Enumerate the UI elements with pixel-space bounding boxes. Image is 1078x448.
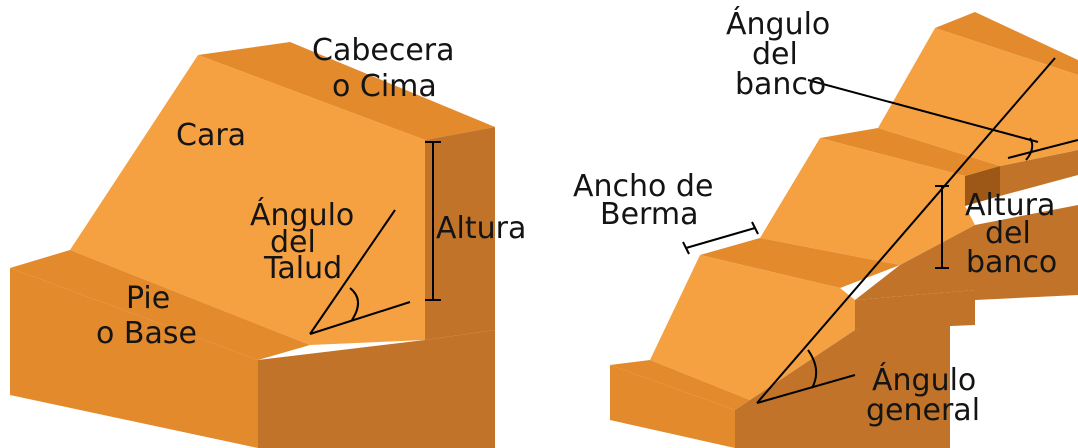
toe-label-line2: o Base bbox=[96, 316, 197, 351]
bench-angle-indicator bbox=[807, 79, 1078, 161]
slope-angle-indicator bbox=[309, 209, 411, 335]
bench-height-label-line2: del bbox=[985, 216, 1031, 251]
benched-slope bbox=[610, 12, 1078, 448]
bench-height-indicator bbox=[935, 185, 949, 269]
middle-right-side bbox=[855, 225, 975, 300]
middle-slope-face bbox=[760, 138, 975, 265]
bench-angle-label-line2: del bbox=[752, 37, 798, 72]
toe-top bbox=[610, 360, 750, 410]
bench-angle-label-line3: banco bbox=[735, 67, 826, 102]
base-right-face bbox=[258, 330, 495, 448]
right-side-lower bbox=[975, 205, 1078, 300]
right-side-upper bbox=[1000, 150, 1078, 196]
upper-berm-front bbox=[965, 166, 1000, 206]
lower-slope-face bbox=[650, 255, 855, 400]
crest-label-line2: o Cima bbox=[332, 69, 437, 104]
toe-label-line1: Pie bbox=[126, 281, 170, 316]
height-label: Altura bbox=[436, 211, 526, 246]
bench-height-label-line1: Altura bbox=[965, 188, 1055, 223]
overall-angle-label-line2: general bbox=[866, 393, 980, 428]
toe-right bbox=[735, 330, 855, 448]
upper-right-side bbox=[425, 127, 495, 340]
berm-width-label-line2: Berma bbox=[600, 197, 698, 232]
base-front-face bbox=[10, 268, 258, 448]
height-indicator bbox=[425, 141, 441, 301]
top-bench-top bbox=[935, 12, 1078, 75]
berm-width-label-line1: Ancho de bbox=[573, 169, 713, 204]
bench-angle-label-line1: Ángulo bbox=[726, 6, 830, 42]
crest-label-line1: Cabecera bbox=[312, 33, 455, 68]
face-label: Cara bbox=[176, 118, 246, 153]
slope-angle-label-line2: del bbox=[270, 225, 316, 260]
slope-block bbox=[10, 42, 495, 448]
lower-berm bbox=[700, 238, 900, 288]
berm-width-indicator bbox=[682, 221, 759, 255]
slope-face bbox=[70, 55, 425, 345]
toe-front bbox=[610, 365, 735, 448]
crest-top-surface bbox=[198, 42, 495, 140]
bench-height-label-line3: banco bbox=[966, 245, 1057, 280]
overall-angle-label-line1: Ángulo bbox=[872, 362, 976, 398]
right-front-bottom bbox=[855, 322, 950, 448]
base-top-surface bbox=[10, 250, 310, 360]
slope-angle-label-line3: Talud bbox=[263, 251, 342, 286]
upper-slope-face bbox=[878, 28, 1078, 166]
slope-angle-label-line1: Ángulo bbox=[250, 197, 354, 233]
overall-angle-indicator bbox=[756, 57, 1056, 404]
upper-berm bbox=[820, 128, 1000, 176]
right-side-bottom bbox=[855, 290, 975, 330]
